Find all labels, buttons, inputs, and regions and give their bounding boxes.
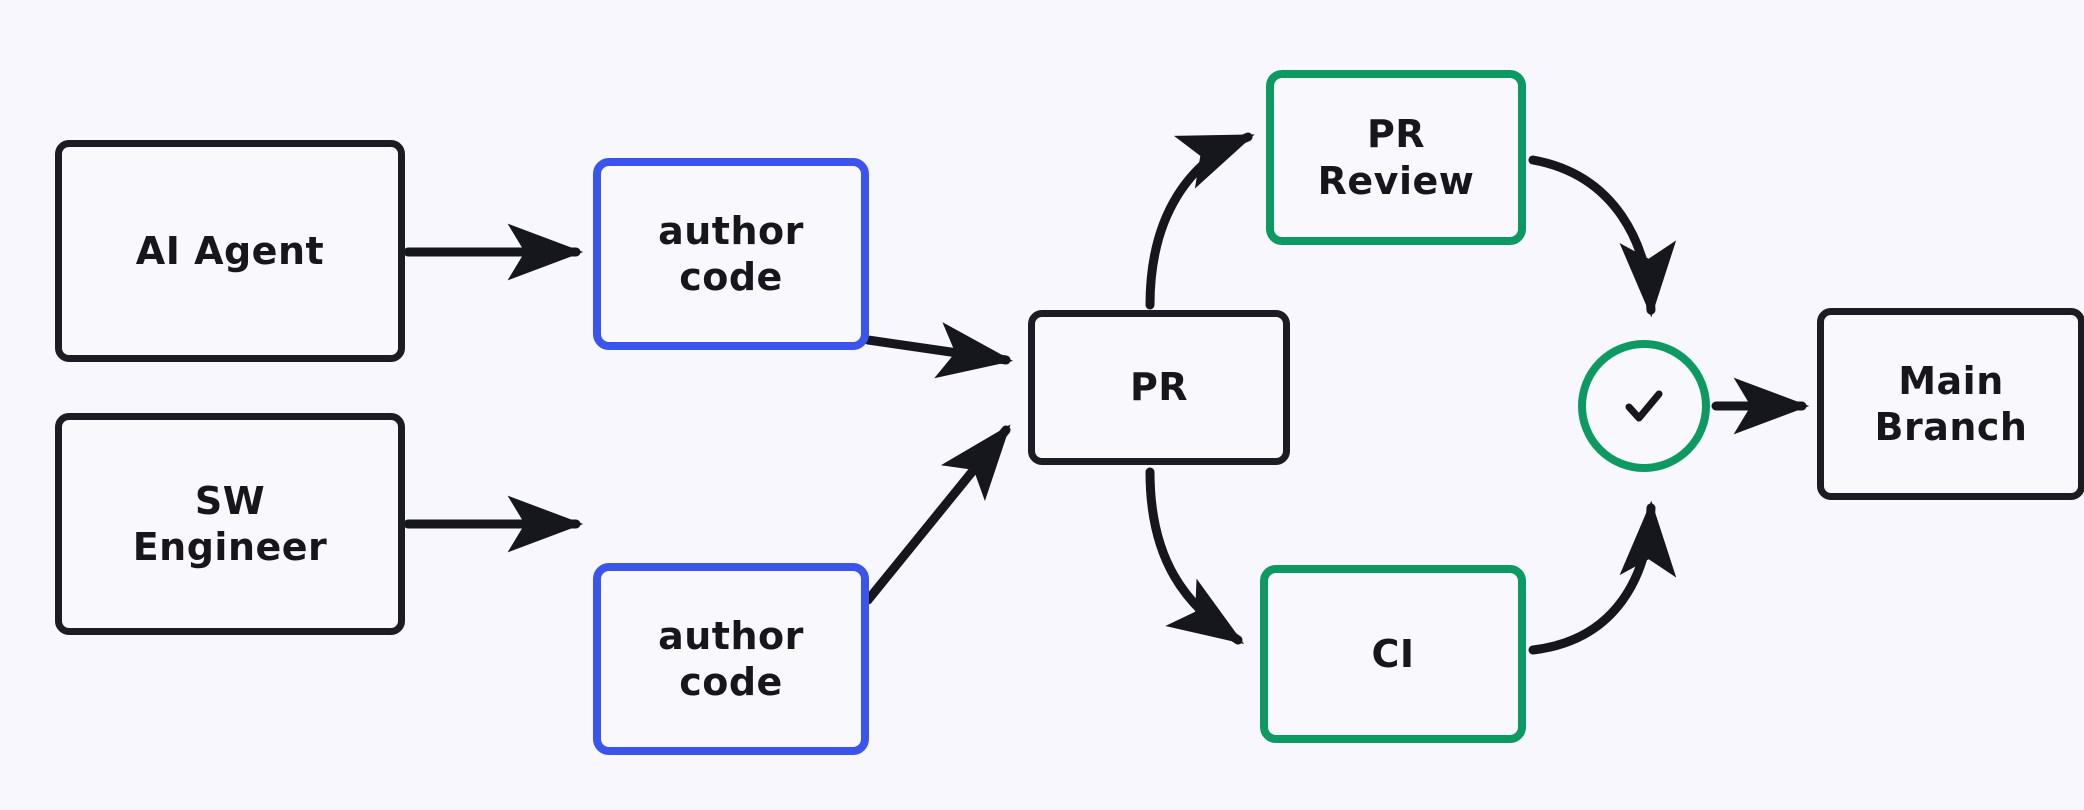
edge-author-code-sw-to-pr <box>863 424 1011 605</box>
edge-author-code-ai-to-pr <box>863 322 1014 379</box>
edge-pr-review-to-check <box>1528 155 1677 318</box>
node-pr-review[interactable]: PR Review <box>1266 70 1526 245</box>
node-pr[interactable]: PR <box>1028 310 1290 465</box>
node-sw-engineer[interactable]: SW Engineer <box>55 413 405 635</box>
node-merge-check[interactable] <box>1578 340 1710 472</box>
edge-pr-to-ci <box>1145 467 1245 645</box>
node-author-code-ai[interactable]: author code <box>593 158 869 350</box>
node-main-branch[interactable]: Main Branch <box>1817 308 2084 500</box>
node-ci[interactable]: CI <box>1260 565 1526 743</box>
edge-pr-to-pr-review <box>1145 132 1255 310</box>
check-icon <box>1612 374 1676 438</box>
edge-ci-to-check <box>1528 500 1677 655</box>
node-ai-agent[interactable]: AI Agent <box>55 140 405 362</box>
node-author-code-sw[interactable]: author code <box>593 563 869 755</box>
